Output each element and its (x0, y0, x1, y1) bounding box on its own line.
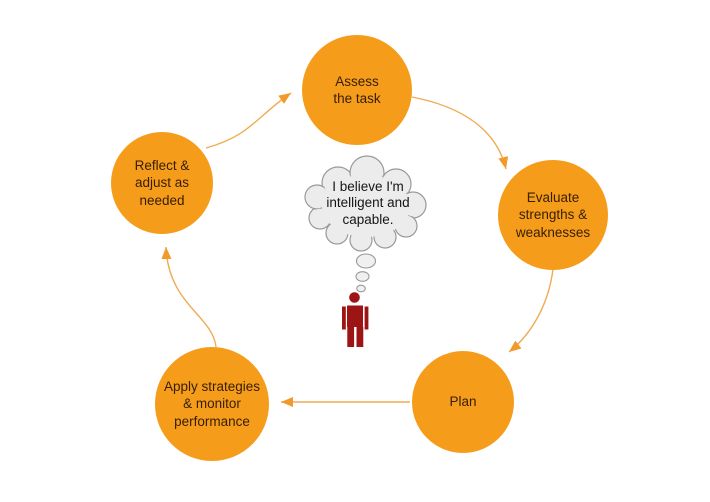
person-left-arm (342, 306, 346, 330)
person-right-leg (356, 327, 364, 347)
arrow-evaluate-to-plan (508, 268, 554, 353)
person-right-arm (364, 306, 369, 330)
node-reflect-adjust: Reflect & adjust as needed (111, 132, 213, 234)
node-plan: Plan (412, 351, 514, 453)
cycle-arrows (161, 92, 554, 407)
person-torso (347, 305, 363, 327)
node-plan-label: Plan (449, 394, 477, 410)
node-assess-the-task: Assess the task (302, 35, 412, 145)
node-assess-label: Assess the task (333, 73, 381, 106)
node-evaluate-strengths-weaknesses: Evaluate strengths & weaknesses (498, 160, 608, 270)
node-reflect-label: Reflect & adjust as needed (134, 158, 190, 208)
person-head (349, 292, 360, 303)
thought-bubble-cloud (304, 155, 427, 252)
node-apply-strategies-monitor: Apply strategies & monitor performance (155, 347, 269, 461)
arrow-apply-to-reflect (161, 246, 217, 348)
arrow-assess-to-evaluate (411, 96, 509, 170)
node-apply-label: Apply strategies & monitor performance (163, 379, 261, 429)
person-left-leg (347, 327, 355, 347)
arrow-reflect-to-assess (205, 92, 292, 149)
thought-bubble-text: I believe I'm intelligent and capable. (326, 179, 410, 227)
person-figure (342, 292, 369, 347)
thought-trail-dots (355, 253, 377, 293)
node-evaluate-label: Evaluate strengths & weaknesses (515, 190, 591, 240)
